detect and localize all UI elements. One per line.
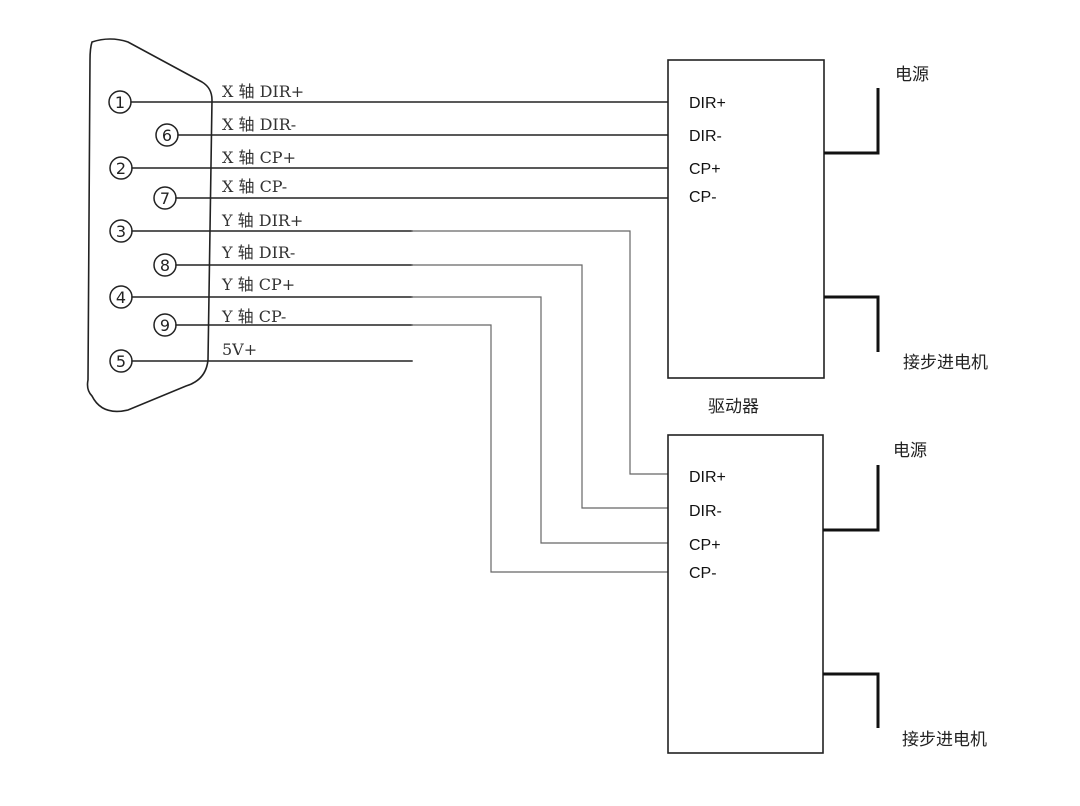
- pin-number-4: 4: [116, 288, 126, 307]
- driver-caption: 驱动器: [708, 397, 759, 417]
- driver-1-terminal-cp-plus: CP+: [689, 161, 721, 178]
- connector-pins: 1 6 2 7 3 8 4 9 5: [108, 90, 179, 373]
- driver-2-terminal-cp-plus: CP+: [689, 537, 721, 554]
- pin-number-9: 9: [160, 316, 170, 335]
- driver-1-power-label: 电源: [895, 65, 929, 85]
- wire-y-cp-plus: [411, 296, 669, 544]
- wire-label-x-cp-minus: X 轴 CP-: [222, 177, 287, 196]
- pin-number-6: 6: [162, 126, 172, 145]
- driver-2: DIR+ DIR- CP+ CP- 电源 接步进电机: [667, 434, 987, 754]
- db9-connector-outline: [86, 38, 213, 413]
- wire-y-cp-minus: [411, 324, 669, 573]
- pin-number-5: 5: [116, 352, 126, 371]
- wire-label-5v: 5V+: [222, 340, 257, 359]
- pin-number-8: 8: [160, 256, 170, 275]
- driver-1-motor-label: 接步进电机: [903, 353, 988, 373]
- driver-2-terminal-cp-minus: CP-: [689, 565, 717, 582]
- wire-y-dir-minus: [411, 264, 669, 509]
- driver-1-box: [667, 59, 825, 379]
- driver-1-terminal-dir-minus: DIR-: [689, 128, 722, 145]
- driver-2-motor-lead: [823, 672, 880, 728]
- driver-1-motor-lead: [824, 295, 880, 352]
- wire-label-y-cp-minus: Y 轴 CP-: [221, 307, 286, 326]
- driver-2-power-label: 电源: [893, 441, 927, 461]
- wire-label-x-dir-plus: X 轴 DIR+: [222, 82, 304, 101]
- driver-2-box: [667, 434, 824, 754]
- pin-number-3: 3: [116, 222, 126, 241]
- driver-1: DIR+ DIR- CP+ CP- 电源 接步进电机 驱动器: [667, 59, 988, 417]
- driver-1-terminal-dir-plus: DIR+: [689, 95, 726, 112]
- pin-number-2: 2: [116, 159, 126, 178]
- wire-label-x-dir-minus: X 轴 DIR-: [222, 115, 296, 134]
- wire-label-y-cp-plus: Y 轴 CP+: [221, 275, 295, 294]
- wire-y-dir-plus: [411, 230, 669, 475]
- driver-2-power-lead: [823, 465, 880, 532]
- driver-2-terminal-dir-minus: DIR-: [689, 503, 722, 520]
- wires: [130, 101, 669, 573]
- driver-2-terminal-dir-plus: DIR+: [689, 469, 726, 486]
- wire-label-y-dir-plus: Y 轴 DIR+: [221, 211, 303, 230]
- driver-1-terminal-cp-minus: CP-: [689, 189, 717, 206]
- pin-number-1: 1: [115, 93, 125, 112]
- driver-2-motor-label: 接步进电机: [902, 730, 987, 750]
- driver-1-power-lead: [824, 88, 880, 155]
- wire-labels: X 轴 DIR+ X 轴 DIR- X 轴 CP+ X 轴 CP- Y 轴 DI…: [221, 82, 304, 359]
- pin-number-7: 7: [160, 189, 170, 208]
- wire-label-x-cp-plus: X 轴 CP+: [222, 148, 296, 167]
- wire-label-y-dir-minus: Y 轴 DIR-: [221, 243, 295, 262]
